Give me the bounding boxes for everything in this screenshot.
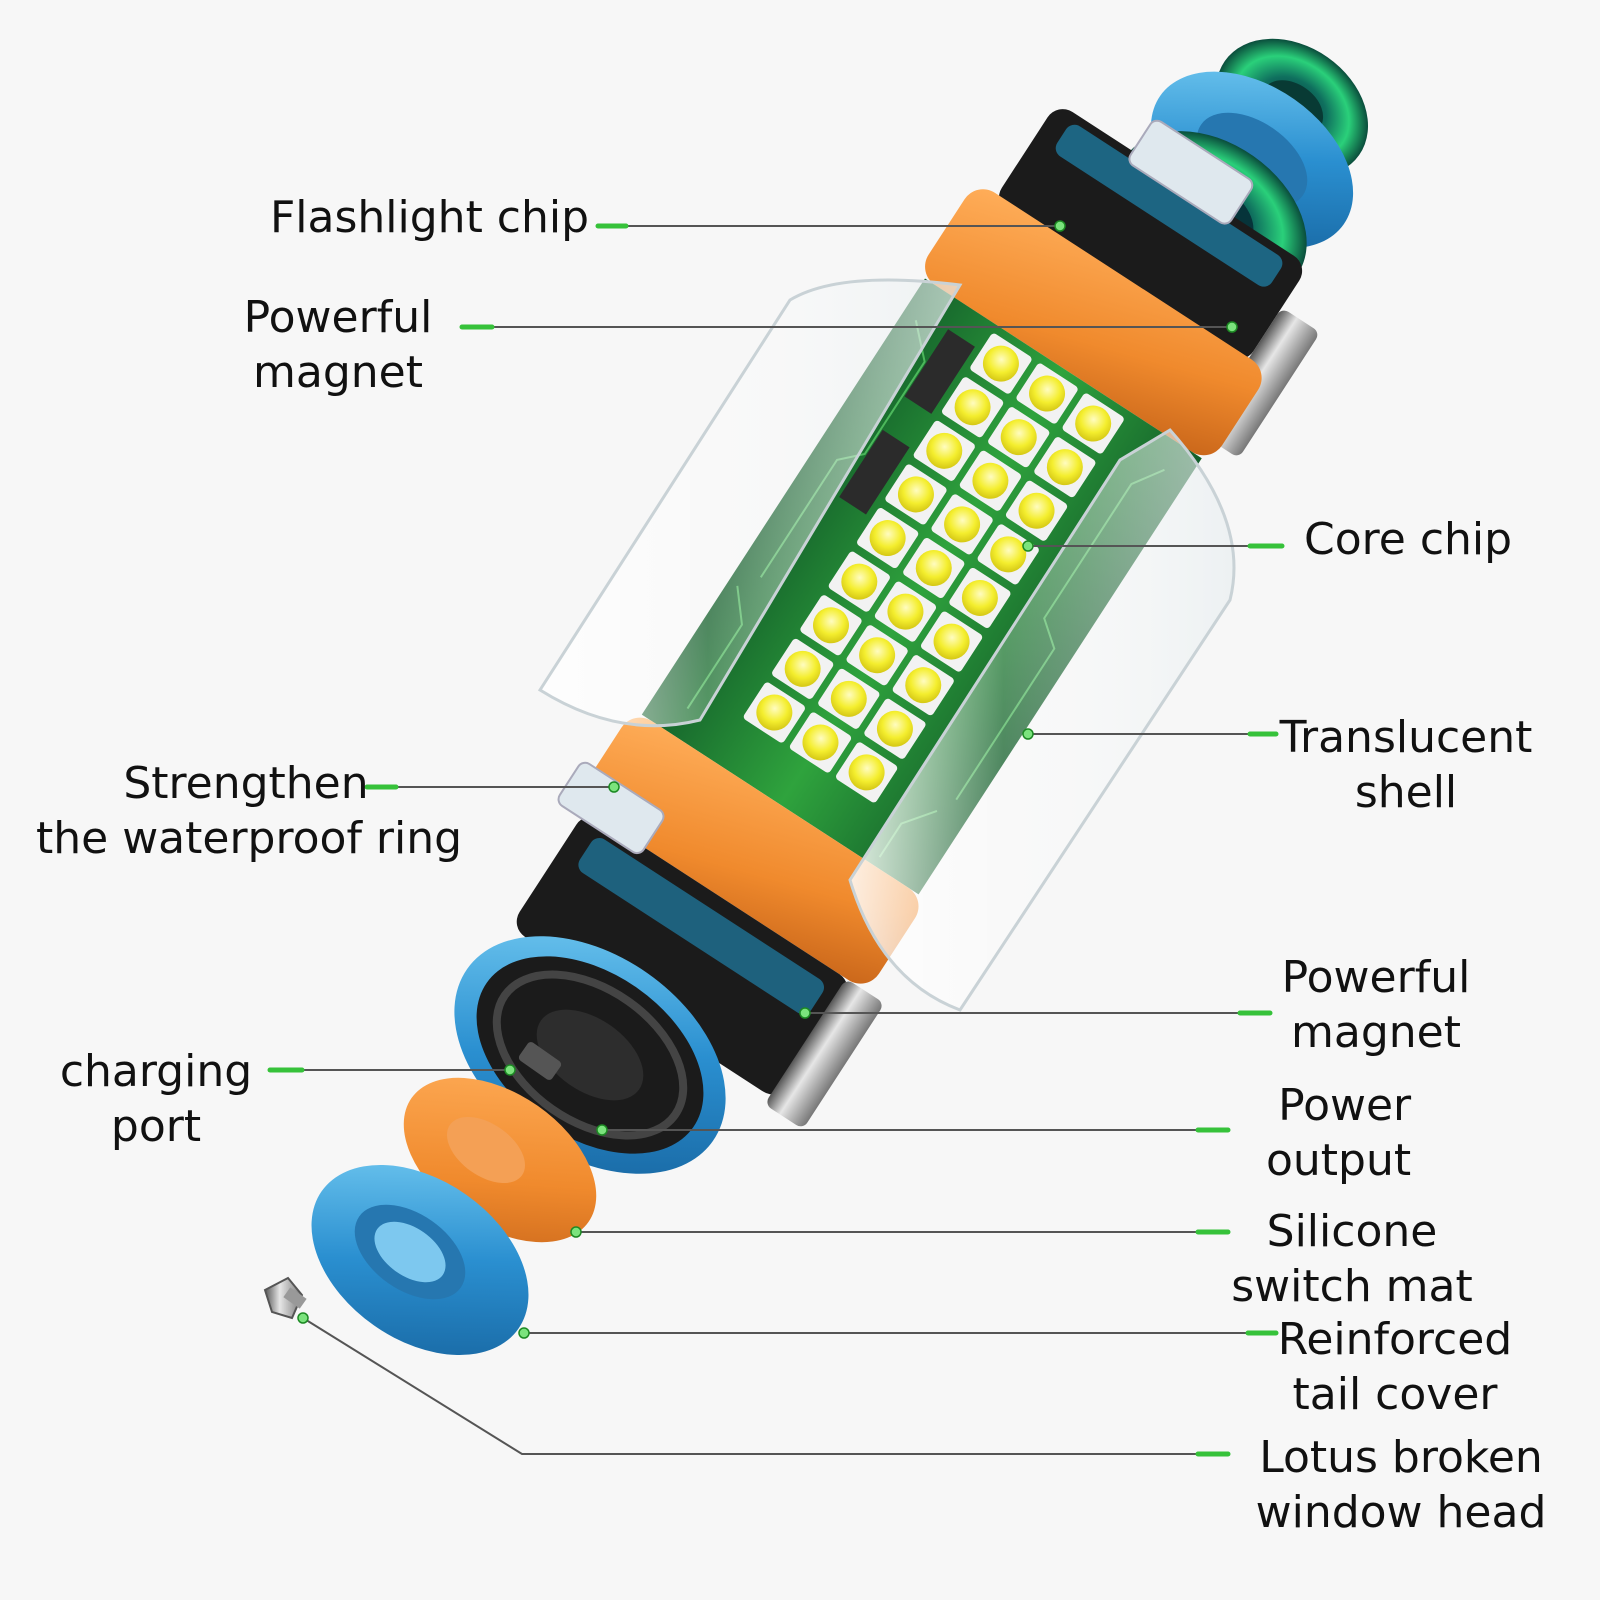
led-chip — [859, 637, 896, 674]
upper-orange-band — [925, 189, 1262, 456]
led-chip — [944, 506, 981, 543]
led-chip — [897, 476, 934, 513]
led-chip — [830, 680, 867, 717]
label-reinforced-tail-cover: Reinforced tail cover — [1277, 1314, 1513, 1420]
label-lotus-window-head: Lotus broken window head — [1255, 1432, 1547, 1538]
label-strengthen-waterproof-ring: Strengthen the waterproof ring — [36, 758, 463, 864]
led-chip — [784, 650, 821, 687]
led-chip — [982, 345, 1019, 382]
leader-lines — [267, 220, 1285, 1457]
led-chip — [1075, 405, 1112, 442]
led-array — [743, 333, 1124, 803]
translucent-shell-left — [537, 278, 963, 728]
led-chip — [961, 579, 998, 616]
label-core-chip: Core chip — [1304, 514, 1513, 565]
lower-orange-band — [581, 717, 919, 984]
led-chip — [812, 607, 849, 644]
bottom-magnet — [767, 981, 882, 1127]
jm-tree-chip-2 — [839, 429, 910, 515]
label-silicone-switch-mat: Silicone switch mat — [1231, 1206, 1473, 1312]
upper-head-cap — [998, 109, 1303, 360]
led-chip — [972, 462, 1009, 499]
jm-tree-chip-1 — [904, 329, 975, 414]
leader-window-head — [302, 1317, 1228, 1455]
led-chip — [1018, 492, 1055, 529]
led-chip — [926, 432, 963, 469]
waterproof-ring-window — [557, 761, 665, 855]
label-powerful-magnet-bottom: Powerful magnet — [1281, 952, 1471, 1058]
led-chip — [887, 593, 924, 630]
led-chip — [841, 563, 878, 600]
led-chip — [933, 623, 970, 660]
reinforced-tail-cover — [311, 1164, 529, 1356]
led-chip — [915, 550, 952, 587]
led-chip — [756, 694, 793, 731]
translucent-shell-right — [848, 428, 1236, 1012]
lower-head-cap — [516, 816, 848, 1095]
flashlight-chip-window — [1128, 119, 1254, 225]
led-chip — [954, 389, 991, 426]
label-power-output: Power output — [1266, 1080, 1412, 1186]
led-chip — [905, 667, 942, 704]
led-chip — [1046, 449, 1083, 486]
led-chip — [990, 536, 1027, 573]
label-flashlight-chip: Flashlight chip — [270, 192, 590, 243]
led-chip — [802, 724, 839, 761]
label-powerful-magnet-top: Powerful magnet — [243, 292, 433, 398]
label-translucent-shell: Translucent shell — [1279, 712, 1533, 818]
led-chip — [1029, 375, 1066, 412]
led-chip — [1000, 419, 1037, 456]
led-chip — [869, 520, 906, 557]
led-chip — [848, 754, 885, 791]
led-chip — [876, 710, 913, 747]
label-charging-port: charging port — [59, 1046, 253, 1152]
window-breaker-tip — [263, 1276, 307, 1320]
